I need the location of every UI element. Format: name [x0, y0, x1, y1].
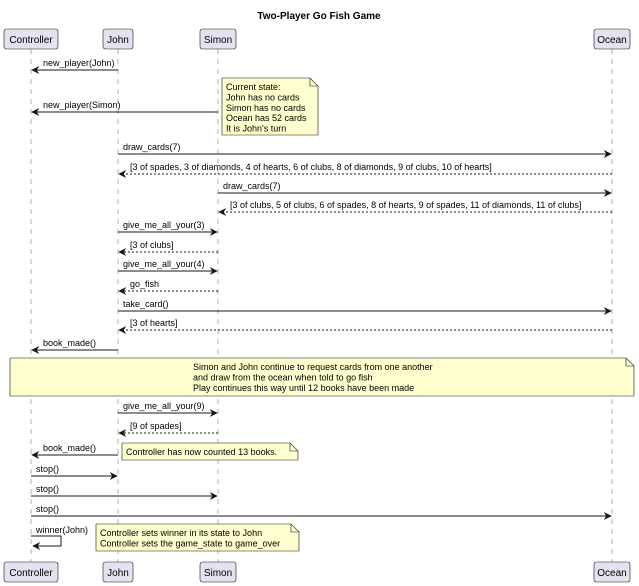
participant-simon-top: Simon [199, 28, 237, 50]
lifelines [30, 49, 613, 562]
participant-box [102, 28, 134, 50]
participants-top: Controller John Simon Ocean [3, 28, 631, 50]
participant-label: Simon [204, 35, 232, 46]
message-3-of-clubs-5-of-clubs-6-of-spades-8-of-hearts-9-of-spades-11-of-diamonds-11-of-clubs: [3 of clubs, 5 of clubs, 6 of spades, 8 … [218, 200, 612, 216]
participant-label: John [107, 35, 129, 46]
participant-label: Controller [9, 568, 53, 579]
message-stop: stop() [31, 504, 612, 520]
message-new-player-john: new_player(John) [31, 58, 118, 74]
participant-ocean-bottom: Ocean [593, 561, 631, 583]
note-fold [290, 524, 299, 533]
message-label: [9 of spades] [130, 421, 182, 431]
message-3-of-hearts: [3 of hearts] [118, 318, 612, 334]
messages: new_player(John) new_player(Simon) draw_ca… [31, 58, 612, 550]
message-label: [3 of clubs, 5 of clubs, 6 of spades, 8 … [230, 200, 581, 210]
message-3-of-clubs: [3 of clubs] [118, 240, 218, 256]
participant-box [593, 28, 631, 50]
diagram-title: Two-Player Go Fish Game [257, 11, 381, 22]
message-label: stop() [36, 504, 59, 514]
participant-box [199, 561, 237, 583]
message-label: give_me_all_your(4) [123, 259, 205, 269]
note-box [221, 77, 319, 136]
message-label: stop() [36, 484, 59, 494]
participant-label: Ocean [597, 568, 626, 579]
participant-john-bottom: John [102, 561, 134, 583]
note-line: Current state: [226, 82, 281, 92]
message-9-of-spades: [9 of spades] [118, 421, 218, 437]
message-label: give_me_all_your(9) [123, 401, 205, 411]
note-4: Controller sets winner in its state to J… [95, 523, 300, 552]
message-label: go_fish [130, 279, 159, 289]
message-give-me-all-your-9: give_me_all_your(9) [118, 401, 218, 417]
participant-box [593, 561, 631, 583]
note-2: Simon and John continue to request cards… [9, 357, 635, 397]
note-fold [309, 78, 318, 87]
message-stop: stop() [31, 464, 118, 480]
note-fold [289, 443, 298, 452]
note-3: Controller has now counted 13 books. [121, 442, 299, 461]
participant-box [199, 28, 237, 50]
message-label: [3 of hearts] [130, 318, 178, 328]
note-box [95, 523, 300, 552]
participant-box [3, 561, 59, 583]
message-label: book_made() [43, 338, 96, 348]
message-label: draw_cards(7) [223, 181, 281, 191]
message-draw-cards-7: draw_cards(7) [218, 181, 612, 197]
message-3-of-spades-3-of-diamonds-4-of-hearts-6-of-clubs-8-of-diamonds-9-of-clubs-10-of-hearts: [3 of spades, 3 of diamonds, 4 of hearts… [118, 162, 612, 178]
message-label: give_me_all_your(3) [123, 220, 205, 230]
message-give-me-all-your-4: give_me_all_your(4) [118, 259, 218, 275]
note-line: Controller sets winner in its state to J… [100, 528, 262, 538]
message-label: book_made() [43, 443, 96, 453]
note-line: John has no cards [226, 92, 300, 102]
message-winner-john: winner(John) [31, 525, 88, 550]
message-book-made: book_made() [31, 338, 118, 354]
message-stop: stop() [31, 484, 218, 500]
note-line: and draw from the ocean when told to go … [193, 372, 373, 382]
participant-controller-bottom: Controller [3, 561, 59, 583]
participants-bottom: Controller John Simon Ocean [3, 561, 631, 583]
note-line: Controller sets the game_state to game_o… [100, 538, 280, 548]
participant-ocean-top: Ocean [593, 28, 631, 50]
note-box [9, 357, 635, 397]
note-line: Play continues this way until 12 books h… [193, 383, 414, 393]
message-draw-cards-7: draw_cards(7) [118, 142, 612, 158]
note-line: Simon has no cards [226, 103, 306, 113]
participant-box [3, 28, 59, 50]
participant-box [102, 561, 134, 583]
participant-label: John [107, 568, 129, 579]
message-label: new_player(Simon) [43, 100, 121, 110]
participant-label: Simon [204, 568, 232, 579]
note-line: It is John's turn [226, 124, 286, 134]
message-label: draw_cards(7) [123, 142, 181, 152]
note-line: Simon and John continue to request cards… [193, 362, 433, 372]
message-label: [3 of clubs] [130, 240, 174, 250]
message-go-fish: go_fish [118, 279, 218, 295]
message-label: stop() [36, 464, 59, 474]
message-book-made: book_made() [31, 443, 118, 459]
participant-label: Controller [9, 35, 53, 46]
self-message-arrow [31, 535, 62, 550]
note-line: Ocean has 52 cards [226, 113, 307, 123]
participant-simon-bottom: Simon [199, 561, 237, 583]
participant-john-top: John [102, 28, 134, 50]
message-new-player-simon: new_player(Simon) [31, 100, 218, 116]
message-take-card: take_card() [118, 299, 612, 315]
message-label: [3 of spades, 3 of diamonds, 4 of hearts… [130, 162, 492, 172]
participant-controller-top: Controller [3, 28, 59, 50]
message-label: take_card() [123, 299, 169, 309]
message-label: new_player(John) [43, 58, 115, 68]
note-box [121, 442, 299, 461]
message-label: winner(John) [35, 525, 88, 535]
message-give-me-all-your-3: give_me_all_your(3) [118, 220, 218, 236]
participant-label: Ocean [597, 35, 626, 46]
note-fold [625, 358, 634, 367]
note-line: Controller has now counted 13 books. [126, 447, 277, 457]
